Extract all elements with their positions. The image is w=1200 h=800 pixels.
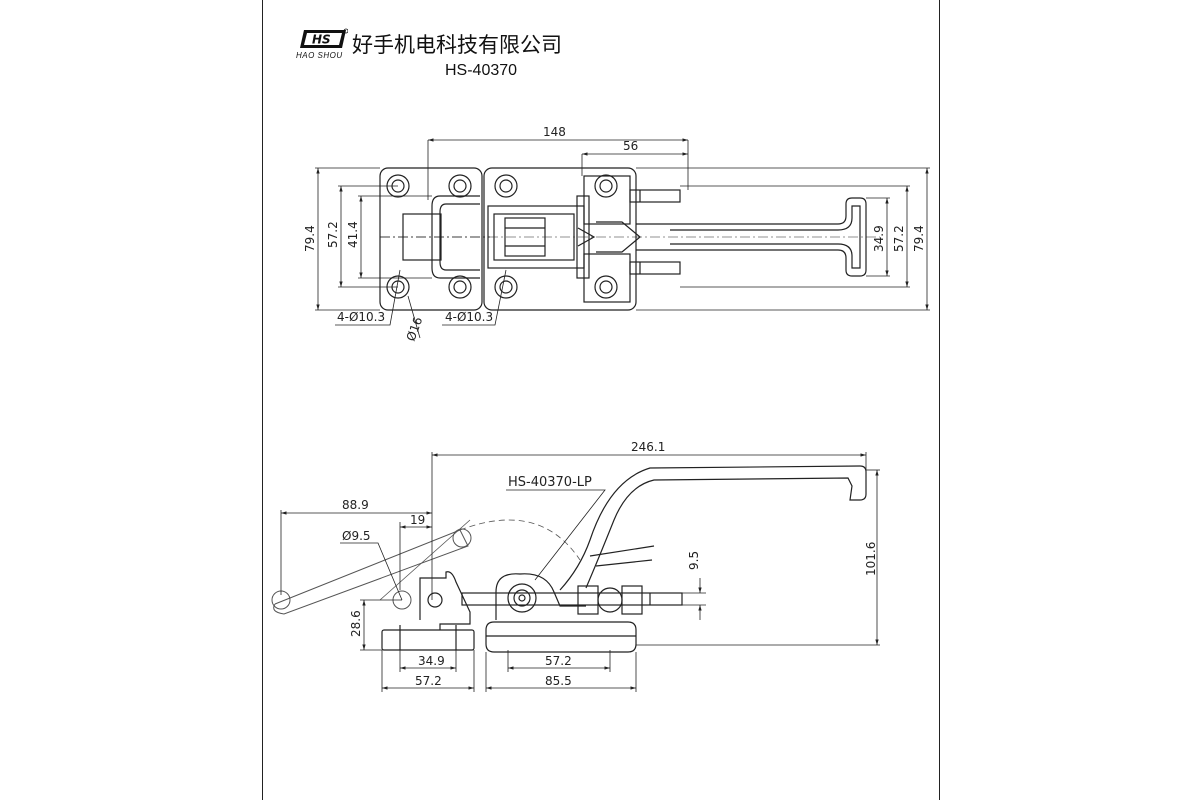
right-base-plate	[483, 167, 637, 311]
side-view	[271, 465, 867, 653]
right-plate-holes	[494, 174, 518, 299]
dim-left-57-2-bottom: 57.2	[415, 674, 442, 688]
dim-56: 56	[623, 139, 638, 153]
left-plate-holes	[386, 174, 472, 299]
dim-hole-dia: Ø16	[404, 315, 426, 343]
svg-text:HS: HS	[312, 33, 331, 47]
dim-right-57-2: 57.2	[892, 225, 906, 252]
dim-9-5: 9.5	[687, 551, 701, 570]
dim-85-5: 85.5	[545, 674, 572, 688]
dim-101-6: 101.6	[864, 542, 878, 576]
top-view-dimensions	[315, 138, 930, 339]
dim-28-6: 28.6	[349, 610, 363, 637]
dim-right-79-4: 79.4	[912, 225, 926, 252]
drawing-frame	[262, 0, 940, 800]
top-view	[379, 167, 880, 311]
brand-name: HAO SHOU	[296, 51, 343, 60]
dim-88-9: 88.9	[342, 498, 369, 512]
dim-right-57-2-bottom: 57.2	[545, 654, 572, 668]
dim-19: 19	[410, 513, 425, 527]
hook-side	[419, 571, 471, 630]
handle-side-closed	[559, 465, 867, 591]
dim-pin-dia: Ø9.5	[342, 529, 371, 543]
company-name: 好手机电科技有限公司	[352, 33, 562, 57]
part-callout: HS-40370-LP	[508, 475, 592, 490]
dim-34-9: 34.9	[418, 654, 445, 668]
dim-holes-left: 4-Ø10.3	[337, 310, 385, 324]
left-base-plate	[379, 167, 483, 311]
side-view-dimensions	[280, 452, 880, 692]
connecting-rod	[461, 592, 683, 606]
dim-right-34-9: 34.9	[872, 225, 886, 252]
dim-left-57-2: 57.2	[326, 221, 340, 248]
model-number: HS-40370	[445, 62, 518, 79]
dim-left-41-4: 41.4	[346, 221, 360, 248]
dim-holes-right: 4-Ø10.3	[445, 310, 493, 324]
dim-left-79-4: 79.4	[303, 225, 317, 252]
hook-u-outer	[431, 195, 480, 279]
side-view-dimension-text: 246.1 88.9 19 Ø9.5 28.6 101.6 9.5 34.9 5…	[342, 440, 878, 688]
left-base-block	[381, 629, 475, 651]
hs-logo-icon: HS	[300, 28, 348, 48]
right-base-block	[485, 621, 637, 653]
dim-148: 148	[543, 125, 566, 139]
dim-246-1: 246.1	[631, 440, 665, 454]
top-view-dimension-text: 148 56 79.4 57.2 41.4 34.9 57.2 79.4 4-Ø…	[303, 125, 926, 343]
